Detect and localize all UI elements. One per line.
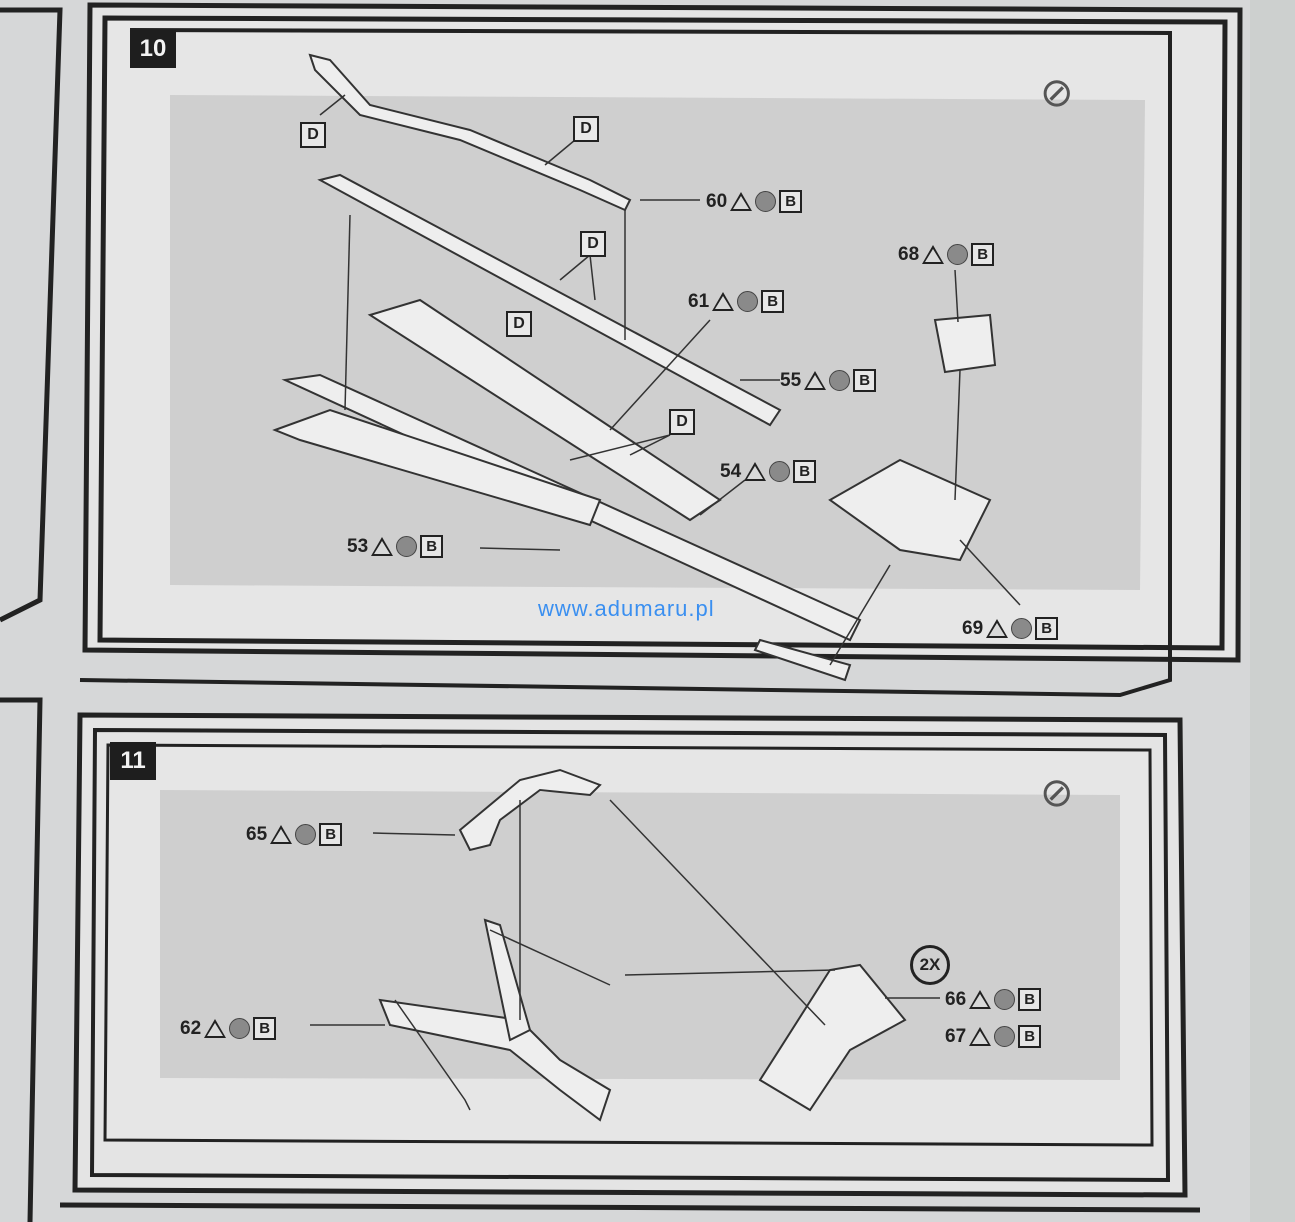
circle-icon [769, 461, 791, 482]
paint-code: B [761, 290, 785, 313]
triangle-icon [270, 825, 293, 844]
triangle-icon [744, 462, 767, 481]
part-label-61: 61 B [688, 290, 785, 313]
circle-icon [1011, 618, 1033, 639]
circle-icon [295, 824, 317, 845]
quantity-badge: 2X [910, 945, 950, 985]
circle-icon [396, 536, 418, 557]
paint-code: B [1035, 617, 1059, 640]
part-number: 65 [246, 823, 268, 845]
decal-marker: D [573, 116, 599, 142]
decal-marker: D [300, 122, 326, 148]
paint-code: B [793, 460, 817, 483]
part-number: 66 [945, 988, 967, 1010]
glue-tube-icon: ⊘ [1040, 771, 1074, 815]
triangle-icon [712, 292, 735, 311]
circle-icon [755, 191, 777, 212]
decal-marker: D [506, 311, 532, 337]
part-label-67: 67 B [945, 1025, 1042, 1048]
circle-icon [947, 244, 969, 265]
triangle-icon [204, 1019, 227, 1038]
circle-icon [829, 370, 851, 391]
part-number: 53 [347, 535, 369, 557]
part-label-55: 55 B [780, 369, 877, 392]
circle-icon [994, 1026, 1016, 1047]
part-number: 68 [898, 243, 920, 265]
part-number: 69 [962, 617, 984, 639]
part-label-68: 68 B [898, 243, 995, 266]
triangle-icon [804, 371, 827, 390]
circle-icon [737, 291, 759, 312]
part-number: 54 [720, 460, 742, 482]
paint-code: B [319, 823, 343, 846]
triangle-icon [730, 192, 753, 211]
part-number: 55 [780, 369, 802, 391]
circle-icon [229, 1018, 251, 1039]
step-number-10: 10 [130, 30, 176, 68]
triangle-icon [922, 245, 945, 264]
paint-code: B [1018, 988, 1042, 1011]
part-label-60: 60 B [706, 190, 803, 213]
part-number: 62 [180, 1017, 202, 1039]
circle-icon [994, 989, 1016, 1010]
paint-code: B [971, 243, 995, 266]
glue-tube-icon: ⊘ [1040, 71, 1074, 115]
triangle-icon [986, 619, 1009, 638]
decal-marker: D [580, 231, 606, 257]
part-number: 67 [945, 1025, 967, 1047]
part-label-69: 69 B [962, 617, 1059, 640]
paint-code: B [779, 190, 803, 213]
part-label-66: 66 B [945, 988, 1042, 1011]
part-label-53: 53 B [347, 535, 444, 558]
triangle-icon [969, 1027, 992, 1046]
part-label-54: 54 B [720, 460, 817, 483]
paint-code: B [853, 369, 877, 392]
part-number: 60 [706, 190, 728, 212]
paint-code: B [253, 1017, 277, 1040]
triangle-icon [371, 537, 394, 556]
paint-code: B [420, 535, 444, 558]
watermark: www.adumaru.pl [538, 596, 715, 621]
decal-marker: D [669, 409, 695, 435]
part-label-62: 62 B [180, 1017, 277, 1040]
step-number-11: 11 [110, 742, 156, 780]
part-number: 61 [688, 290, 710, 312]
part-label-65: 65 B [246, 823, 343, 846]
paint-code: B [1018, 1025, 1042, 1048]
triangle-icon [969, 990, 992, 1009]
